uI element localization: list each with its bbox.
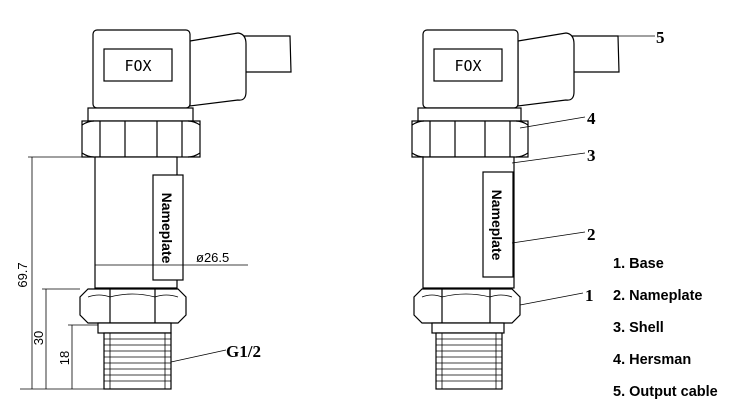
base-hex — [79, 288, 187, 324]
dim-thread-height: 18 — [57, 351, 72, 365]
callout-3: 3 — [587, 146, 596, 165]
thread-label: G1/2 — [226, 342, 261, 361]
callout-leaders — [511, 35, 655, 306]
brand-label: FOX — [124, 57, 151, 75]
legend-item: 1. Base — [613, 256, 664, 272]
brand-plate — [103, 48, 173, 82]
nameplate-label-right: Nameplate — [489, 190, 505, 261]
dim-total-height: 69.7 — [15, 262, 30, 287]
output-cable — [240, 35, 292, 73]
legend-item: 2. Nameplate — [613, 288, 702, 304]
thread-collar-right — [431, 322, 505, 334]
legend-item: 3. Shell — [613, 320, 664, 336]
hersman-nut — [81, 120, 201, 158]
dim-shell-diameter: ø26.5 — [196, 250, 229, 265]
callout-1: 1 — [585, 286, 594, 305]
thread-right — [435, 332, 503, 390]
neck — [87, 107, 194, 122]
hersman-nut-right — [411, 120, 529, 158]
base-hex-right — [413, 288, 521, 324]
nameplate-right — [482, 171, 514, 278]
neck-right — [417, 107, 522, 122]
dimension-lines — [20, 156, 248, 390]
callout-5: 5 — [656, 28, 665, 47]
legend-item: 4. Hersman — [613, 352, 691, 368]
callout-4: 4 — [587, 109, 596, 128]
connector-plug — [189, 32, 247, 107]
legend-item: 5. Output cable — [613, 384, 718, 400]
nameplate — [152, 174, 184, 281]
dim-hex-height: 30 — [31, 331, 46, 345]
legend: 1. Base 2. Nameplate 3. Shell 4. Hersman… — [613, 256, 718, 400]
thread — [103, 332, 172, 390]
brand-label-right: FOX — [454, 57, 481, 75]
connector-plug-right — [517, 32, 575, 107]
thread-collar — [97, 322, 172, 334]
brand-plate-right — [433, 48, 503, 82]
callout-2: 2 — [587, 225, 596, 244]
right-view: FOX Nameplate — [411, 28, 665, 390]
nameplate-label: Nameplate — [159, 193, 175, 264]
left-view: FOX Nameplate — [15, 29, 292, 390]
output-cable-right — [568, 35, 620, 73]
